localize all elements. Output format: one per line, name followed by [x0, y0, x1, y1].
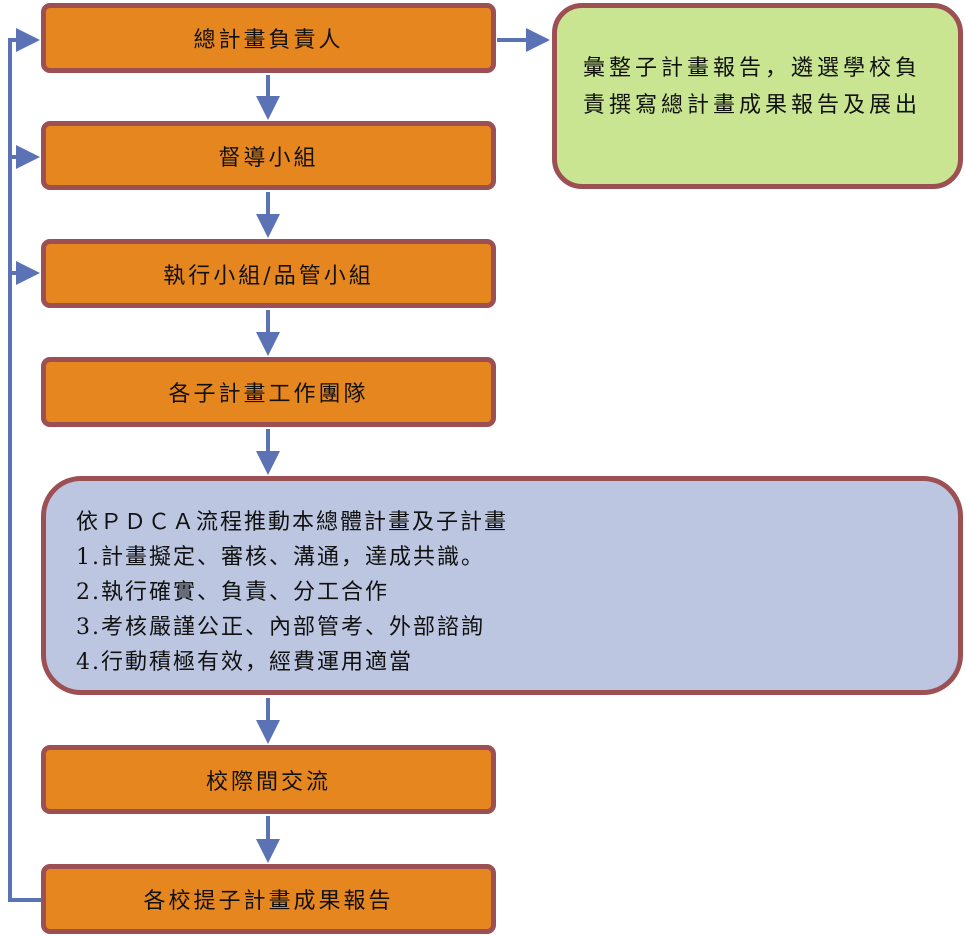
box-label: 校際間交流 [205, 769, 331, 795]
pdca-title: 依ＰＤＣＡ流程推動本總體計畫及子計畫 [76, 510, 509, 535]
box-supervision-group: 督導小組 [41, 121, 496, 190]
pdca-item: 3.考核嚴謹公正、內部管考、外部諮詢 [76, 615, 485, 640]
box-label: 執行小組/品管小組 [163, 263, 374, 289]
box-label: 各子計畫工作團隊 [168, 382, 369, 407]
pdca-item: 2.執行確實、負責、分工合作 [76, 580, 389, 605]
box-project-leader: 總計畫負責人 [41, 3, 496, 73]
summary-text: 彙整子計畫報告，遴選學校負責撰寫總計畫成果報告及展出 [583, 56, 922, 118]
box-subproject-teams: 各子計畫工作團隊 [41, 357, 496, 427]
pdca-item: 1.計畫擬定、審核、溝通，達成共識。 [76, 545, 485, 570]
box-inter-school-exchange: 校際間交流 [41, 745, 496, 814]
pdca-item: 4.行動積極有效，經費運用適當 [76, 650, 413, 675]
feedback-line [8, 40, 41, 902]
pdca-box: 依ＰＤＣＡ流程推動本總體計畫及子計畫 1.計畫擬定、審核、溝通，達成共識。 2.… [41, 476, 963, 695]
summary-box: 彙整子計畫報告，遴選學校負責撰寫總計畫成果報告及展出 [552, 3, 963, 189]
box-execution-group: 執行小組/品管小組 [41, 239, 496, 308]
box-label: 總計畫負責人 [193, 28, 344, 53]
box-results-report: 各校提子計畫成果報告 [41, 864, 496, 934]
box-label: 各校提子計畫成果報告 [143, 889, 394, 914]
box-label: 督導小組 [218, 145, 319, 171]
